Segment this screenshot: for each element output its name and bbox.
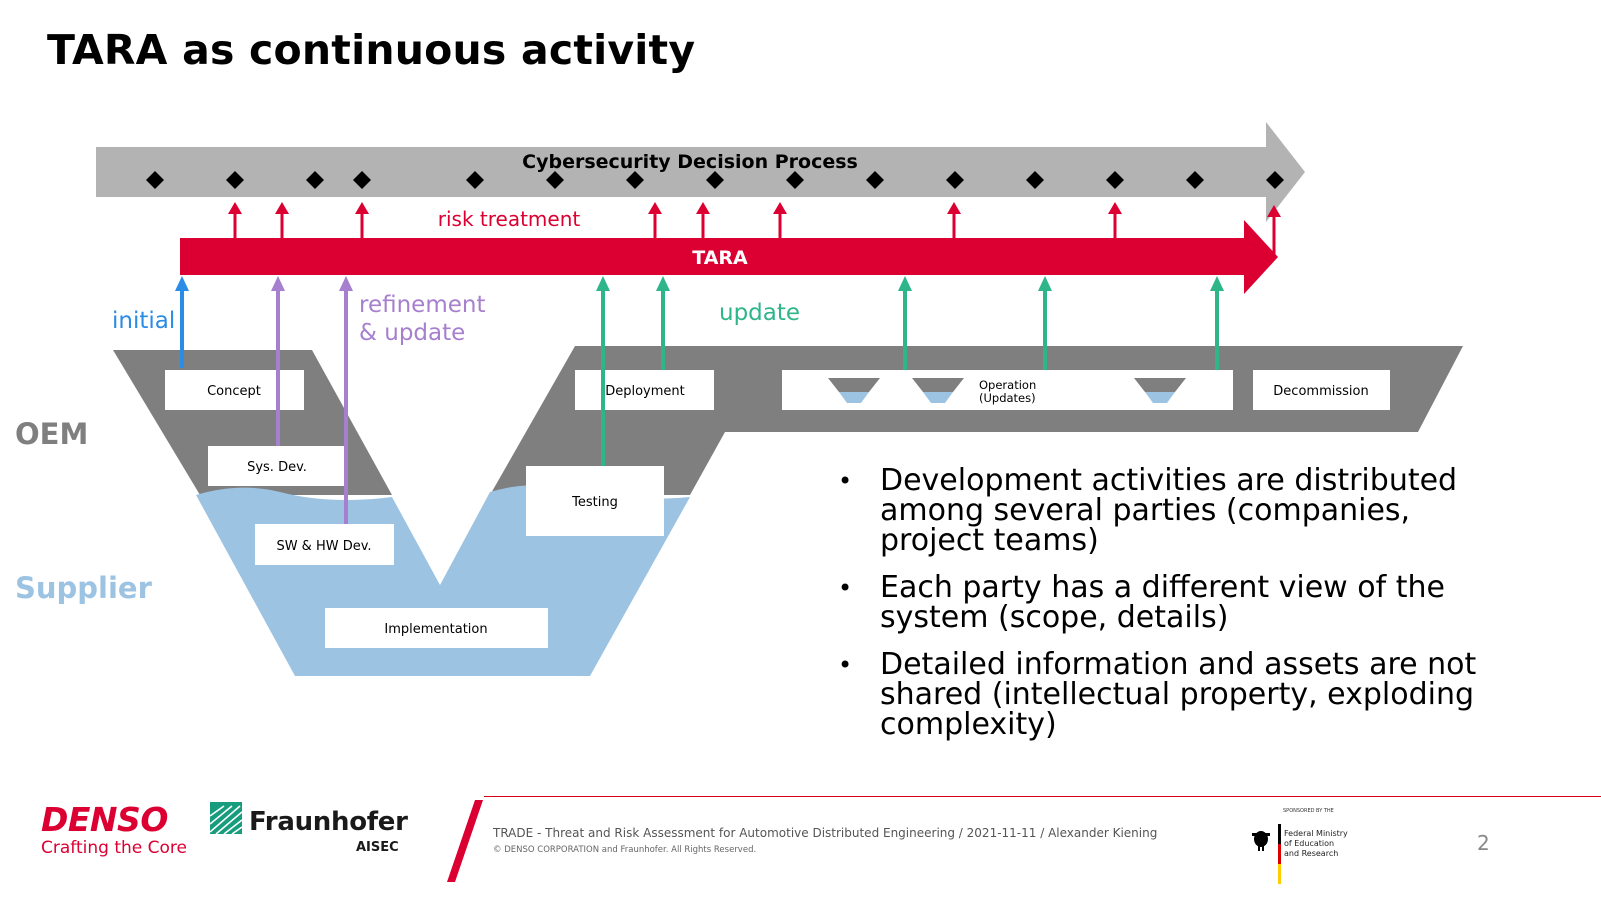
operation-label-line1: Operation <box>979 378 1036 392</box>
supplier-label: Supplier <box>15 571 153 605</box>
mini-v-icon <box>1134 378 1186 403</box>
refinement-label-line1: refinement <box>359 292 485 318</box>
footer-divider <box>484 796 1601 797</box>
footer-copyright: © DENSO CORPORATION and Fraunhofer. All … <box>493 845 757 855</box>
implementation-box <box>325 608 548 648</box>
decommission-label: Decommission <box>1273 384 1368 399</box>
decision-diamond <box>866 171 884 189</box>
fraunhofer-wordmark: Fraunhofer <box>249 807 408 837</box>
tara-label: TARA <box>692 247 748 269</box>
decision-diamond <box>706 171 724 189</box>
concept-label: Concept <box>207 384 261 399</box>
decision-diamond <box>306 171 324 189</box>
update-label: update <box>719 300 800 326</box>
risk-treatment-arrows <box>228 202 1281 255</box>
sponsor-line: Federal Ministry <box>1284 829 1348 838</box>
decision-diamond <box>1186 171 1204 189</box>
testing-label: Testing <box>571 495 618 510</box>
sponsor-text: Federal Ministry of Education and Resear… <box>1284 829 1374 859</box>
decision-diamond <box>226 171 244 189</box>
sw-hw-dev-label: SW & HW Dev. <box>276 539 371 554</box>
decision-diamond <box>1026 171 1044 189</box>
decision-diamond <box>786 171 804 189</box>
bullet-text: Development activities are distributed a… <box>880 463 1458 558</box>
refinement-label-line2: & update <box>359 320 465 346</box>
footer-slash <box>447 800 483 882</box>
decision-process-label: Cybersecurity Decision Process <box>522 151 858 173</box>
fraunhofer-aisec: AISEC <box>356 840 399 855</box>
bullet-dot: • <box>838 651 853 679</box>
bullet-item: • Each party has a different view of the … <box>838 573 1478 633</box>
testing-box <box>526 466 664 536</box>
bullet-dot: • <box>838 574 853 602</box>
bullet-text: Each party has a different view of the s… <box>880 570 1445 635</box>
mini-v-icon <box>912 378 964 403</box>
decommission-box <box>1253 370 1390 410</box>
tara-arrow <box>180 220 1278 294</box>
bullet-list: • Development activities are distributed … <box>838 466 1478 757</box>
decision-diamonds <box>146 171 1284 189</box>
oem-label: OEM <box>15 417 88 451</box>
mini-v-icon <box>828 378 880 403</box>
process-boxes: Concept Sys. Dev. SW & HW Dev. Implement… <box>165 370 1390 648</box>
decision-diamond <box>1266 171 1284 189</box>
implementation-label: Implementation <box>384 622 487 637</box>
eagle-icon <box>1252 831 1270 851</box>
sys-dev-box <box>208 446 346 486</box>
page-number: 2 <box>1477 831 1490 855</box>
sw-hw-dev-box <box>255 524 394 565</box>
bullet-text: Detailed information and assets are not … <box>880 647 1477 742</box>
bullet-item: • Development activities are distributed … <box>838 466 1478 556</box>
sponsor-caption: SPONSORED BY THE <box>1283 808 1334 814</box>
decision-diamond <box>946 171 964 189</box>
decision-diamond <box>353 171 371 189</box>
operation-label-line2: (Updates) <box>979 391 1036 405</box>
denso-logo: DENSO <box>41 800 168 839</box>
refinement-arrows <box>271 276 353 524</box>
initial-arrow <box>175 276 189 368</box>
initial-label: initial <box>112 308 175 334</box>
deployment-box <box>575 370 714 410</box>
bullet-item: • Detailed information and assets are not… <box>838 650 1478 740</box>
update-arrows <box>596 276 1224 466</box>
decision-diamond <box>626 171 644 189</box>
decision-diamond <box>1106 171 1124 189</box>
decision-diamond <box>146 171 164 189</box>
denso-tagline: Crafting the Core <box>41 838 187 858</box>
sys-dev-label: Sys. Dev. <box>247 460 307 475</box>
update-cycle-icons <box>828 378 1186 403</box>
decision-process-arrow <box>96 122 1305 222</box>
decision-diamond <box>546 171 564 189</box>
deployment-label: Deployment <box>605 384 685 399</box>
fraunhofer-logo-icon <box>210 802 242 834</box>
risk-treatment-label: risk treatment <box>438 207 581 231</box>
footer-text: TRADE - Threat and Risk Assessment for A… <box>493 826 1158 840</box>
slide-title: TARA as continuous activity <box>47 26 696 74</box>
bmbf-logo <box>1252 824 1281 884</box>
decision-diamond <box>466 171 484 189</box>
sponsor-line: and Research <box>1284 849 1339 858</box>
sponsor-line: of Education <box>1284 839 1335 848</box>
bullet-dot: • <box>838 467 853 495</box>
concept-box <box>165 370 304 410</box>
